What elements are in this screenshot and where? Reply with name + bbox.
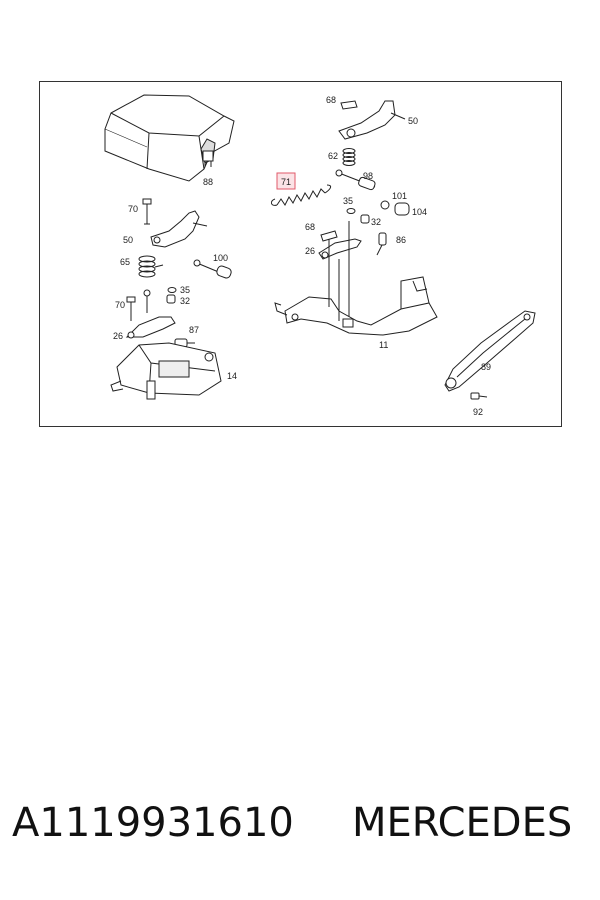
callout-32-left: 32 (180, 296, 190, 306)
callout-86: 86 (396, 235, 406, 245)
part-65-spring (138, 255, 164, 278)
callout-32-middle: 32 (371, 217, 381, 227)
part-35-32-middle (346, 208, 370, 224)
callout-11: 11 (379, 340, 388, 350)
callout-50-left: 50 (123, 235, 133, 245)
callout-62: 62 (328, 151, 338, 161)
part-26-lever-left (125, 316, 176, 339)
part-50-lever-upper (338, 100, 406, 140)
part-89-linkage (444, 310, 536, 392)
part-104-bushing (394, 202, 410, 216)
callout-65: 65 (120, 257, 130, 267)
brand-name: MERCEDES (352, 800, 573, 846)
highlight-box-71 (276, 172, 296, 190)
part-11-bracket (274, 239, 438, 336)
part-92-bolt (470, 392, 488, 400)
part-50-lever-left (150, 210, 208, 248)
callout-88: 88 (203, 177, 213, 187)
callout-100: 100 (213, 253, 228, 263)
callout-35-middle: 35 (343, 196, 353, 206)
callout-50-upper: 50 (408, 116, 418, 126)
parts-diagram: 68 50 62 98 71 101 35 104 32 68 86 26 88… (39, 81, 562, 427)
part-14-housing (110, 342, 222, 400)
callout-70-upper: 70 (128, 204, 138, 214)
callout-14: 14 (227, 371, 237, 381)
part-101-nut (380, 200, 390, 210)
footer: A1119931610 MERCEDES (0, 800, 600, 860)
callout-68-upper: 68 (326, 95, 336, 105)
callout-101: 101 (392, 191, 407, 201)
callout-92: 92 (473, 407, 483, 417)
part-71-spring (270, 184, 332, 206)
callout-98: 98 (363, 171, 373, 181)
callout-71: 71 (281, 177, 291, 187)
part-88 (202, 150, 214, 167)
part-35-32-left (166, 287, 177, 304)
part-100-rod (193, 259, 232, 279)
callout-26-left: 26 (113, 331, 123, 341)
callout-89: 89 (481, 362, 491, 372)
callout-26-middle: 26 (305, 246, 315, 256)
part-70-bolt-upper (142, 198, 152, 225)
callout-104: 104 (412, 207, 427, 217)
part-70-bolt-lower (126, 289, 151, 321)
part-number: A1119931610 (12, 800, 294, 846)
part-86-bolt (376, 232, 387, 256)
part-68-clip-upper (340, 100, 358, 110)
part-62-spring (342, 148, 356, 166)
callout-35-left: 35 (180, 285, 190, 295)
callout-87: 87 (189, 325, 199, 335)
callout-68-lower: 68 (305, 222, 315, 232)
part-68-clip-lower (320, 230, 338, 242)
callout-70-lower: 70 (115, 300, 125, 310)
part-98-rod (335, 169, 376, 191)
